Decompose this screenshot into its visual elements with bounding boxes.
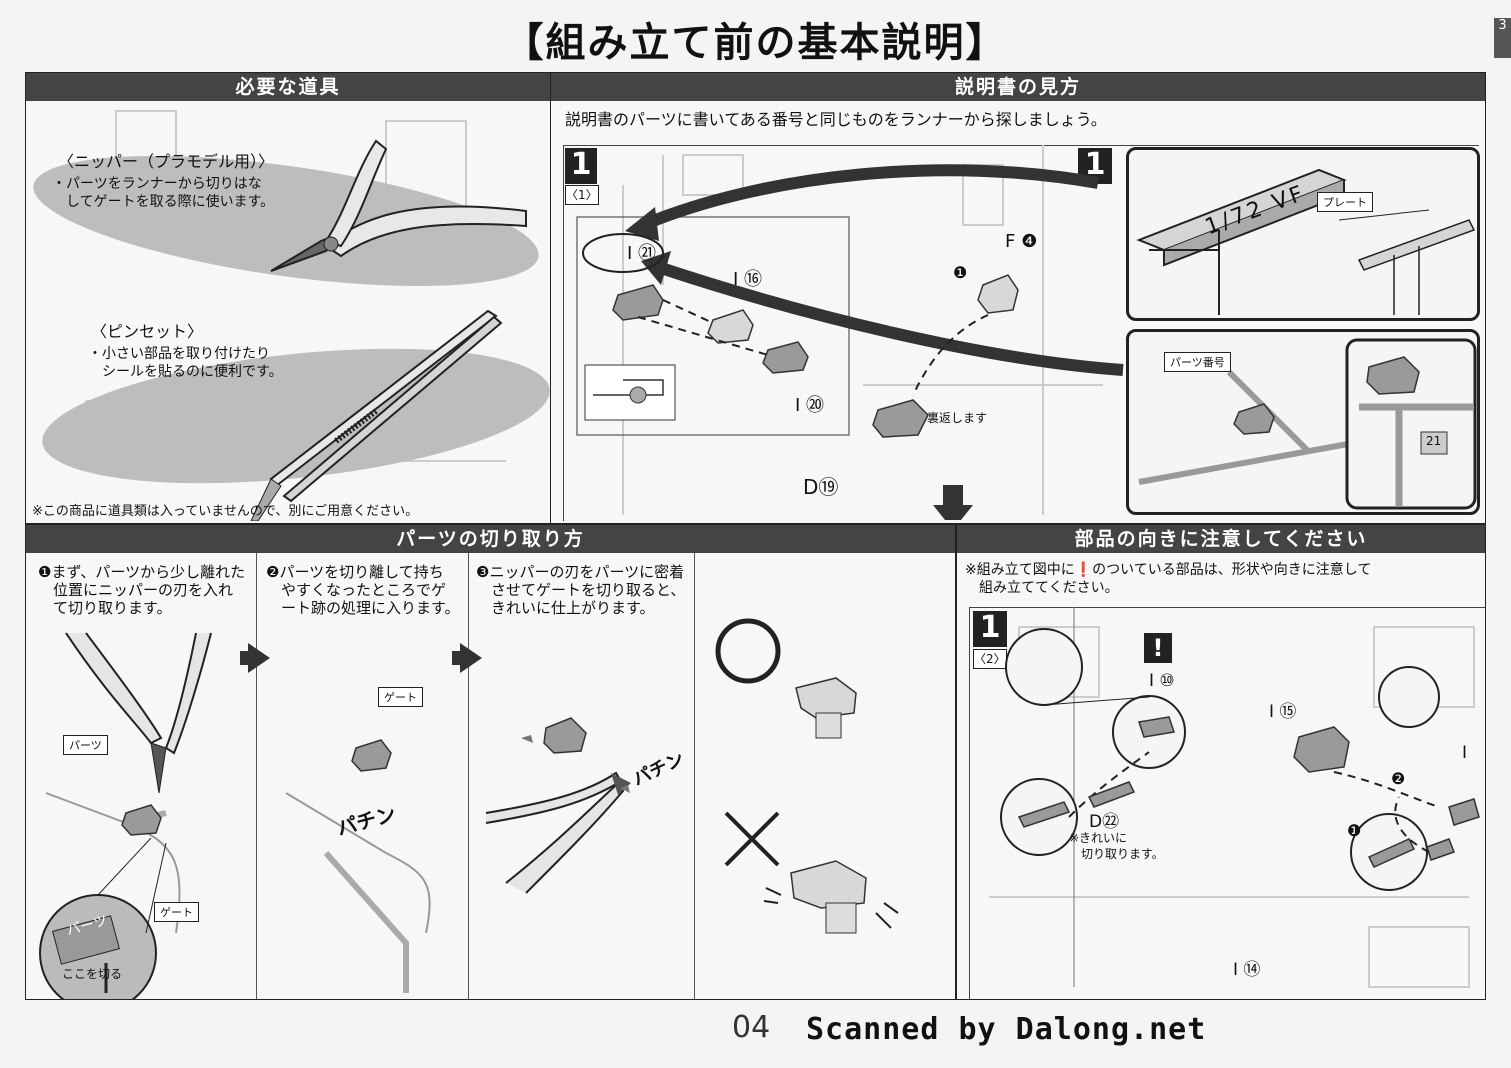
page-number: 04 <box>732 1010 771 1045</box>
part-i16: I ⑯ <box>733 269 763 290</box>
part-number-illustration <box>1138 338 1477 510</box>
manual-step-sub: 〈1〉 <box>565 185 599 205</box>
cutting-separator-3 <box>694 553 695 999</box>
cutting-header: パーツの切り取り方 <box>26 525 955 553</box>
orientation-illustration <box>989 607 1480 988</box>
orientation-step-area <box>969 607 1485 999</box>
part-number-zoom: パーツ番号 21 <box>1126 329 1480 515</box>
plate-illustration <box>1136 168 1476 315</box>
cut-step3-line2: させてゲートを切り取ると、 <box>476 581 686 599</box>
cut-step2-line2: やすくなったところでゲ <box>266 581 447 599</box>
part-i: I <box>1462 743 1468 763</box>
cutting-illustration <box>39 618 899 999</box>
tools-illustration <box>33 110 550 521</box>
orientation-arrow-2: ❷ <box>1391 769 1406 788</box>
part-i10: I ⑩ <box>1149 671 1175 691</box>
cut-step3-line1: ❸ニッパーの刃をパーツに密着 <box>476 563 685 581</box>
manual-step-area <box>563 145 1479 521</box>
label-gate: ゲート <box>154 902 199 922</box>
tools-note: ※この商品に道具類は入っていませんので、別にご用意ください。 <box>32 504 419 519</box>
cut-step2-line3: ート跡の処理に入ります。 <box>266 599 460 617</box>
manual-step-number: 1 <box>565 148 597 184</box>
cut-step1-line2: 位置にニッパーの刃を入れ <box>38 581 234 599</box>
manual-header: 説明書の見方 <box>551 73 1485 101</box>
warning-icon: ! <box>1144 633 1172 663</box>
orientation-step-number: 1 <box>973 611 1007 647</box>
part-i20: I ⑳ <box>795 395 825 416</box>
scan-credit: Scanned by Dalong.net <box>806 1012 1207 1047</box>
nipper-title: 〈ニッパー（プラモデル用）〉 <box>58 152 275 171</box>
orientation-panel: 部品の向きに注意してください ※組み立て図中に❗のついている部品は、形状や向きに… <box>956 524 1486 1000</box>
runner-tag: 21 <box>1426 434 1442 448</box>
plate-zoom: 1/72 VF プレート <box>1126 147 1480 321</box>
cut-step2-line1: ❷パーツを切り離して持ち <box>266 563 444 581</box>
tweezers-title: 〈ピンセット〉 <box>91 322 204 341</box>
cutting-separator-2 <box>468 553 469 999</box>
page-tab: 3 <box>1494 18 1511 58</box>
clean-cut-2: 切り取ります。 <box>1069 847 1164 861</box>
manual-illustration <box>576 145 1124 520</box>
part-i21: I ㉑ <box>627 243 657 264</box>
cut-step1-line3: て切り取ります。 <box>38 599 172 617</box>
nipper-desc-2: してゲートを取る際に使います。 <box>52 194 275 210</box>
part-f4: F ❹ <box>1005 231 1038 252</box>
nipper-desc-1: ・パーツをランナーから切りはな <box>52 176 262 192</box>
label-parts: パーツ <box>63 735 108 755</box>
nipper-icon <box>270 139 527 272</box>
cutting-panel: パーツの切り取り方 ❶まず、パーツから少し離れた 位置にニッパーの刃を入れ て切… <box>25 524 956 1000</box>
orientation-note-2: 組み立ててください。 <box>965 580 1119 596</box>
part-i14: I ⑭ <box>1233 960 1261 980</box>
tools-header: 必要な道具 <box>26 73 550 101</box>
cutting-separator-1 <box>256 553 257 999</box>
tools-panel: 必要な道具 〈ニッパー（プラモデル用）〉 ・パーツをランナーから切りはな してゲ… <box>25 72 551 524</box>
manual-arrow-1: ❶ <box>953 263 968 282</box>
label-gate-2: ゲート <box>378 687 423 707</box>
cut-step3-line3: きれいに仕上がります。 <box>476 599 655 617</box>
manual-panel: 説明書の見方 説明書のパーツに書いてある番号と同じものをランナーから探しましょう… <box>550 72 1486 524</box>
manual-intro: 説明書のパーツに書いてある番号と同じものをランナーから探しましょう。 <box>565 110 1107 129</box>
clean-cut-1: ※きれいに <box>1069 831 1128 845</box>
orientation-arrow-1: ❶ <box>1347 821 1362 840</box>
orientation-header: 部品の向きに注意してください <box>957 525 1485 553</box>
page-title: 【組み立て前の基本説明】 <box>503 20 1008 66</box>
part-i15: I ⑮ <box>1269 702 1297 722</box>
tweezers-icon <box>250 309 503 521</box>
plate-label: プレート <box>1317 192 1373 212</box>
tweezers-desc-1: ・小さい部品を取り付けたり <box>88 346 270 362</box>
orientation-note-1: ※組み立て図中に❗のついている部品は、形状や向きに注意して <box>965 562 1372 578</box>
cut-here-label: ここを切る <box>62 967 123 981</box>
part-d19: D⑲ <box>803 475 839 499</box>
tweezers-desc-2: シールを貼るのに便利です。 <box>88 364 283 380</box>
cut-step1-line1: ❶まず、パーツから少し離れた <box>38 563 246 581</box>
part-d22: D㉒ <box>1089 812 1120 832</box>
flip-note: 裏返します <box>927 411 988 425</box>
part-number-label: パーツ番号 <box>1164 352 1231 372</box>
